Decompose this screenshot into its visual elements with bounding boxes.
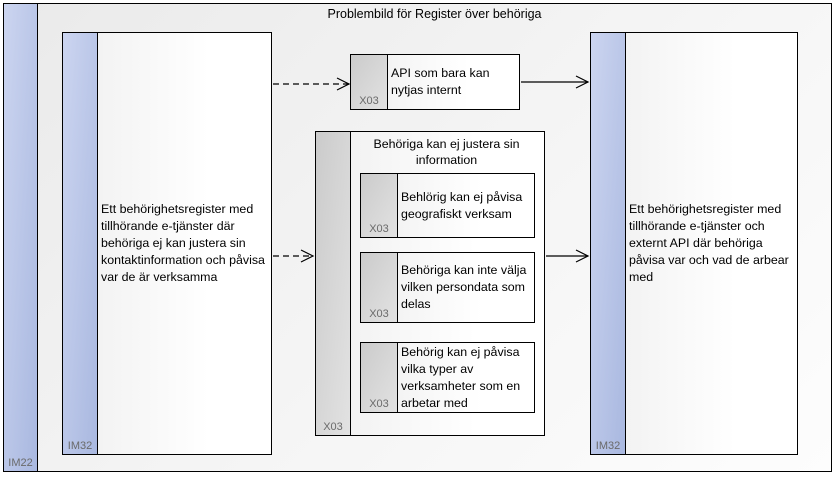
sub-box-geografiskt-bar: X03 [361, 174, 398, 237]
sub-box-persondata-bar-label: X03 [369, 308, 389, 320]
sub-box-geografiskt-text: Behlörig kan ej påvisa geografiskt verks… [401, 189, 523, 221]
left-problem-box-bar-label: IM32 [67, 440, 93, 452]
lane-im22[interactable]: IM22 [4, 4, 38, 471]
sub-box-verksamheter-bar: X03 [361, 343, 398, 412]
sub-box-geografiskt[interactable]: X03 Behlörig kan ej påvisa geografiskt v… [360, 173, 535, 238]
group-box-bar: X03 [316, 132, 351, 435]
right-solution-box[interactable]: IM32 Ett behörighetsregister med tillhör… [590, 32, 798, 455]
api-box-bar-label: X03 [359, 95, 379, 107]
diagram-title: Problembild för Register över behöriga [327, 7, 542, 21]
lane-im22-label: IM22 [8, 457, 33, 469]
sub-box-persondata-text: Behöriga kan inte välja vilken persondat… [401, 263, 527, 311]
left-problem-box-text: Ett behörighetsregister med tillhörande … [101, 202, 265, 284]
sub-box-verksamheter-text: Behörig kan ej påvisa vilka typer av ver… [401, 344, 521, 410]
sub-box-persondata-bar: X03 [361, 253, 398, 322]
api-box-text: API som bara kan nytjas internt [391, 66, 490, 97]
group-box-title: Behöriga kan ej justera sin information [373, 137, 520, 167]
sub-box-geografiskt-bar-label: X03 [369, 223, 389, 235]
left-problem-box[interactable]: IM32 Ett behörighetsregister med tillhör… [62, 32, 272, 455]
sub-box-persondata[interactable]: X03 Behöriga kan inte välja vilken perso… [360, 252, 535, 323]
right-solution-box-bar-label: IM32 [595, 440, 621, 452]
group-box-bar-label: X03 [323, 421, 343, 433]
sub-box-verksamheter[interactable]: X03 Behörig kan ej påvisa vilka typer av… [360, 342, 535, 413]
api-box-bar: X03 [351, 55, 388, 109]
sub-box-verksamheter-bar-label: X03 [369, 398, 389, 410]
right-solution-box-text: Ett behörighetsregister med tillhörande … [629, 202, 789, 284]
left-problem-box-bar: IM32 [63, 33, 98, 454]
right-solution-box-bar: IM32 [591, 33, 626, 454]
api-box[interactable]: X03 API som bara kan nytjas internt [350, 54, 520, 110]
